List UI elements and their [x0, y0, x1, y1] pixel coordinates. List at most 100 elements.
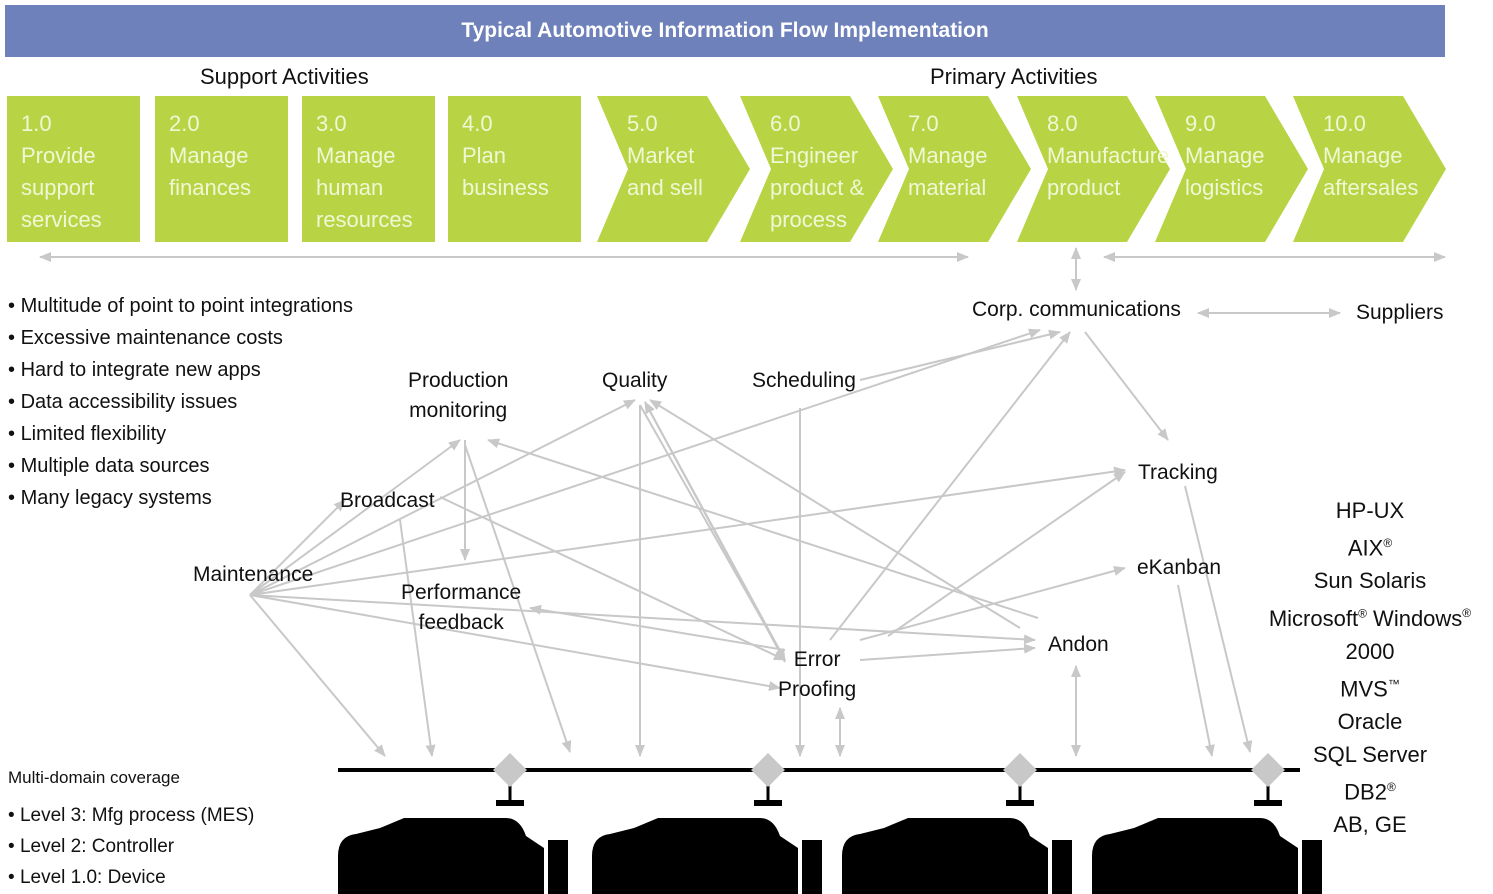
bus-node-diamond [751, 753, 785, 787]
activity-shape [878, 96, 1031, 242]
node-prodmon: Production monitoring [408, 369, 509, 422]
station-pillar [548, 840, 568, 894]
flow-arrow [249, 594, 386, 757]
bus-node-diamond [1251, 753, 1285, 787]
activity-label: 10.0 Manage aftersales [1323, 111, 1419, 200]
node-error: Error Proofing [778, 648, 857, 701]
activity-label: 3.0 Manage human resources [316, 111, 413, 232]
bus-connector [754, 800, 782, 806]
activity-label: 6.0 Engineer product & process [770, 111, 865, 232]
flow-arrow [1084, 331, 1169, 441]
activity-9-0: 9.0 Manage logistics [1155, 96, 1308, 242]
flow-arrow [249, 439, 461, 596]
activity-shape [302, 96, 435, 242]
bus-connector [1254, 800, 1282, 806]
activity-shape [1293, 96, 1446, 242]
platform-item: AB, GE [1333, 812, 1407, 838]
activity-label: 5.0 Market and sell [627, 111, 703, 200]
node-corp: Corp. communications [972, 298, 1181, 321]
station-pillar [1302, 840, 1322, 894]
diagram-title: Typical Automotive Information Flow Impl… [5, 5, 1445, 57]
activity-10-0: 10.0 Manage aftersales [1293, 96, 1446, 242]
activity-shape [155, 96, 288, 242]
activity-label: 1.0 Provide support services [21, 111, 102, 232]
activity-2-0: 2.0 Manage finances [155, 96, 288, 242]
activity-label: 7.0 Manage material [908, 111, 988, 200]
vehicle-icon [338, 818, 544, 894]
activity-shape [7, 96, 140, 242]
vehicle-icon [592, 818, 798, 894]
flow-arrow [399, 519, 436, 757]
flow-arrow [887, 471, 1126, 637]
node-broadcast: Broadcast [340, 489, 435, 512]
flow-arrow [529, 604, 786, 651]
node-scheduling: Scheduling [752, 369, 856, 392]
level-item: Level 1.0: Device [8, 862, 254, 893]
station-pillar [1052, 840, 1072, 894]
flow-arrow [249, 594, 1036, 645]
node-perf: Performance feedback [401, 581, 522, 634]
flow-arrow [249, 499, 346, 596]
platform-item: AIX® [1347, 535, 1393, 561]
node-quality: Quality [602, 369, 668, 392]
activity-label: 4.0 Plan business [462, 111, 549, 200]
bus-node-diamond [493, 753, 527, 787]
issue-item: Data accessibility issues [8, 386, 353, 418]
activity-shape [597, 96, 750, 242]
activity-shape [1017, 96, 1170, 242]
node-ekanban: eKanban [1137, 556, 1222, 579]
bus-connector [496, 800, 524, 806]
activity-5-0: 5.0 Market and sell [597, 96, 750, 242]
bus-node-diamond [1003, 753, 1037, 787]
flow-arrow [859, 643, 1036, 661]
node-tracking: Tracking [1138, 461, 1218, 484]
flow-arrow [1184, 485, 1253, 753]
flow-arrow [249, 594, 781, 692]
platform-item: MVS™ [1340, 675, 1400, 701]
flow-arrow [249, 328, 1041, 596]
platform-item: SQL Server [1312, 741, 1428, 767]
issue-item: Hard to integrate new apps [8, 354, 353, 386]
platform-item: Oracle [1337, 708, 1403, 734]
platform-item: Sun Solaris [1313, 568, 1427, 594]
issue-item: Multiple data sources [8, 450, 353, 482]
issue-item: Multitude of point to point integrations [8, 290, 353, 322]
activity-6-0: 6.0 Engineer product & process [740, 96, 893, 242]
activity-label: 9.0 Manage logistics [1185, 111, 1265, 200]
bus-connector [1006, 800, 1034, 806]
activity-shape [448, 96, 581, 242]
primary-activities-label: Primary Activities [930, 64, 1098, 89]
activity-8-0: 8.0 Manufacture product [1017, 96, 1170, 242]
flow-arrow [1177, 584, 1215, 757]
flow-arrow [649, 399, 1021, 629]
node-andon: Andon [1048, 633, 1109, 656]
platform-item: 2000 [1345, 638, 1395, 664]
activity-3-0: 3.0 Manage human resources [302, 96, 435, 242]
level-item: Level 3: Mfg process (MES) [8, 800, 254, 831]
activity-shape [740, 96, 893, 242]
issue-item: Excessive maintenance costs [8, 322, 353, 354]
flow-arrow [639, 404, 786, 661]
multidomain-title: Multi-domain coverage [8, 768, 180, 787]
platform-item: HP-UX [1335, 498, 1405, 523]
levels-list: Level 3: Mfg process (MES)Level 2: Contr… [8, 800, 254, 893]
level-item: Level 2: Controller [8, 831, 254, 862]
activity-label: 8.0 Manufacture product [1047, 111, 1170, 200]
activity-7-0: 7.0 Manage material [878, 96, 1031, 242]
node-maintenance: Maintenance [193, 563, 314, 586]
flow-arrow [249, 466, 1126, 596]
activity-4-0: 4.0 Plan business [448, 96, 581, 242]
node-suppliers: Suppliers [1356, 301, 1444, 324]
issue-item: Limited flexibility [8, 418, 353, 450]
platform-item: DB2® [1344, 779, 1396, 805]
issue-item: Many legacy systems [8, 482, 353, 514]
support-activities-label: Support Activities [200, 64, 369, 89]
vehicle-icon [1092, 818, 1298, 894]
vehicle-icon [842, 818, 1048, 894]
station-pillar [802, 840, 822, 894]
platform-item: Microsoft® Windows® [1268, 605, 1472, 631]
activity-shape [1155, 96, 1308, 242]
flow-arrow [439, 496, 786, 661]
